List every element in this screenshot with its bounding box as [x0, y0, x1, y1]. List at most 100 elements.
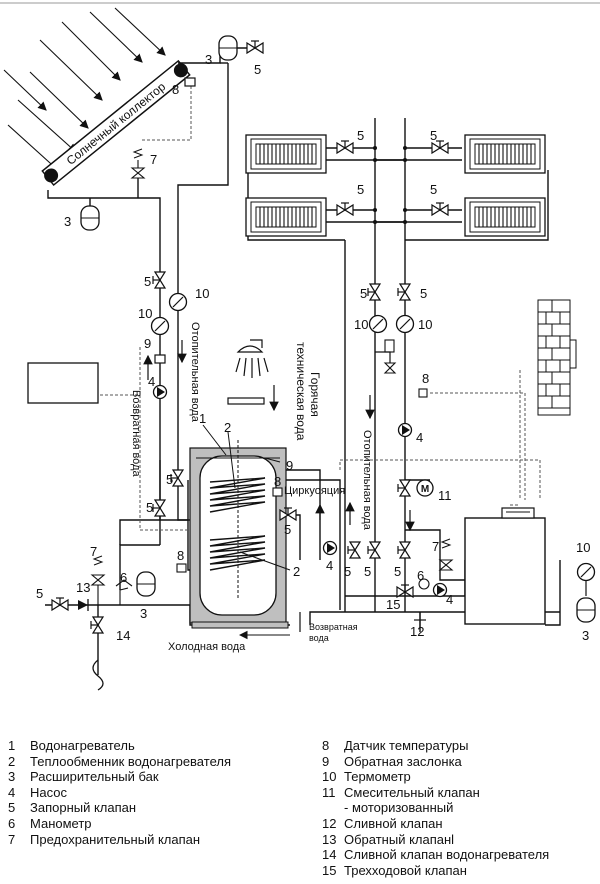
boiler: [464, 507, 546, 625]
valve-lower-2: [367, 541, 381, 559]
legend-item-text: Сливной клапан: [344, 815, 443, 831]
pump-tank: [322, 540, 338, 556]
legend-item-text: Датчик температуры: [344, 738, 469, 753]
legend-item-number: 1: [8, 738, 16, 753]
legend-item-text: Смесительный клапан: [344, 784, 480, 800]
marker-8d: 8: [422, 371, 429, 386]
marker-5i: 5: [166, 472, 173, 487]
pump-riser: [397, 422, 413, 438]
marker-15: 15: [386, 597, 400, 612]
valve-left-2: [152, 499, 166, 517]
valve-riser-left-top: [367, 283, 381, 301]
marker-8c: 8: [177, 548, 184, 563]
motor-label: M: [421, 484, 429, 495]
marker-5e: 5: [430, 182, 437, 197]
legend-item-text: Расширительный бак: [30, 769, 159, 785]
marker-11: 11: [438, 488, 452, 503]
valve-lower-3: [397, 541, 411, 559]
legend-item-number: 6: [8, 815, 16, 831]
marker-3c: 3: [140, 606, 147, 621]
legend-item: 11 Смесительный клапан: [322, 785, 549, 801]
legend-item-text: Сливной клапан водонагревателя: [344, 847, 550, 863]
marker-7c: 7: [432, 539, 439, 554]
marker-13: 13: [76, 580, 90, 595]
marker-6b: 6: [417, 568, 424, 583]
marker-5l: 5: [344, 564, 351, 579]
legend-item-text: Трехходовой клапан: [344, 862, 467, 878]
legend-item: 1 Водонагреватель: [8, 738, 231, 754]
sun-rays: [3, 7, 166, 173]
legend-item-text: Насос: [30, 784, 67, 800]
marker-5m: 5: [364, 564, 371, 579]
marker-5a: 5: [254, 62, 261, 77]
marker-5o: 5: [36, 586, 43, 601]
marker-4b: 4: [326, 558, 333, 573]
marker-3b: 3: [64, 214, 71, 229]
brick-wall: [537, 299, 577, 416]
legend-item-number: [322, 800, 344, 816]
marker-8a: 8: [172, 82, 179, 97]
marker-5f: 5: [144, 274, 151, 289]
legend-item-text: Термометр: [344, 769, 411, 785]
leader-2b: [239, 551, 291, 571]
drain-hose: [92, 659, 104, 691]
marker-10a: 10: [138, 306, 152, 321]
radiator-bottom-left: [245, 197, 327, 237]
valve-rad-1: [336, 140, 354, 154]
expansion-tank-bottom: [136, 571, 156, 597]
water-heater-tank: [189, 440, 289, 629]
valve-riser-right-top: [397, 283, 411, 301]
marker-10d: 10: [418, 317, 432, 332]
marker-1: 1: [199, 411, 206, 426]
expansion-tank-top: [218, 35, 238, 61]
radiator-top-right: [464, 134, 546, 174]
safety-valve-cold: [90, 555, 106, 605]
legend-item-number: 11: [322, 784, 336, 800]
valve-rad-4: [431, 202, 449, 216]
heating-scheme-diagram: Солнечный коллектор: [0, 2, 600, 691]
temp-sensor-tank-low: [176, 563, 187, 573]
expansion-tank-right: [576, 597, 596, 623]
legend-item-text: Теплообменник водонагревателя: [30, 753, 231, 769]
hot-water-label-2: техническая вода: [294, 342, 308, 441]
drain-valve-heater: [90, 616, 104, 634]
leader-9: [264, 457, 281, 463]
valve-lower-1: [347, 541, 361, 559]
marker-8b: 8: [274, 474, 281, 489]
marker-5h: 5: [420, 286, 427, 301]
tray: [227, 397, 265, 405]
radiator-top-left: [245, 134, 327, 174]
valve-rad-3: [336, 202, 354, 216]
marker-3a: 3: [205, 52, 212, 67]
legend-item-number: 7: [8, 831, 16, 847]
legend-item-number: 10: [322, 769, 337, 785]
shower-icon: [235, 339, 269, 378]
number-markers: 1 2 2 3 3 3 3 4 4 4 4 5 5 5 5 5 5 5 5 5 …: [36, 52, 590, 643]
check-damper-riser: [384, 339, 395, 353]
marker-14: 14: [116, 628, 130, 643]
marker-10b: 10: [195, 286, 209, 301]
safety-valve-boiler: [438, 538, 454, 571]
legend-item-text: Обратная заслонка: [344, 753, 462, 769]
marker-4c: 4: [416, 430, 423, 445]
mixing-valve: [397, 479, 411, 497]
sensor-wiring: [94, 86, 541, 531]
leader-1: [202, 424, 227, 456]
marker-5k: 5: [284, 522, 291, 537]
controller-box: [27, 362, 99, 404]
thermometer-center: [168, 292, 188, 312]
valve-cold-inlet: [51, 597, 69, 611]
pump-left: [152, 384, 168, 400]
legend-item-number: 3: [8, 769, 16, 785]
legend-item-text: Водонагреватель: [30, 738, 135, 753]
